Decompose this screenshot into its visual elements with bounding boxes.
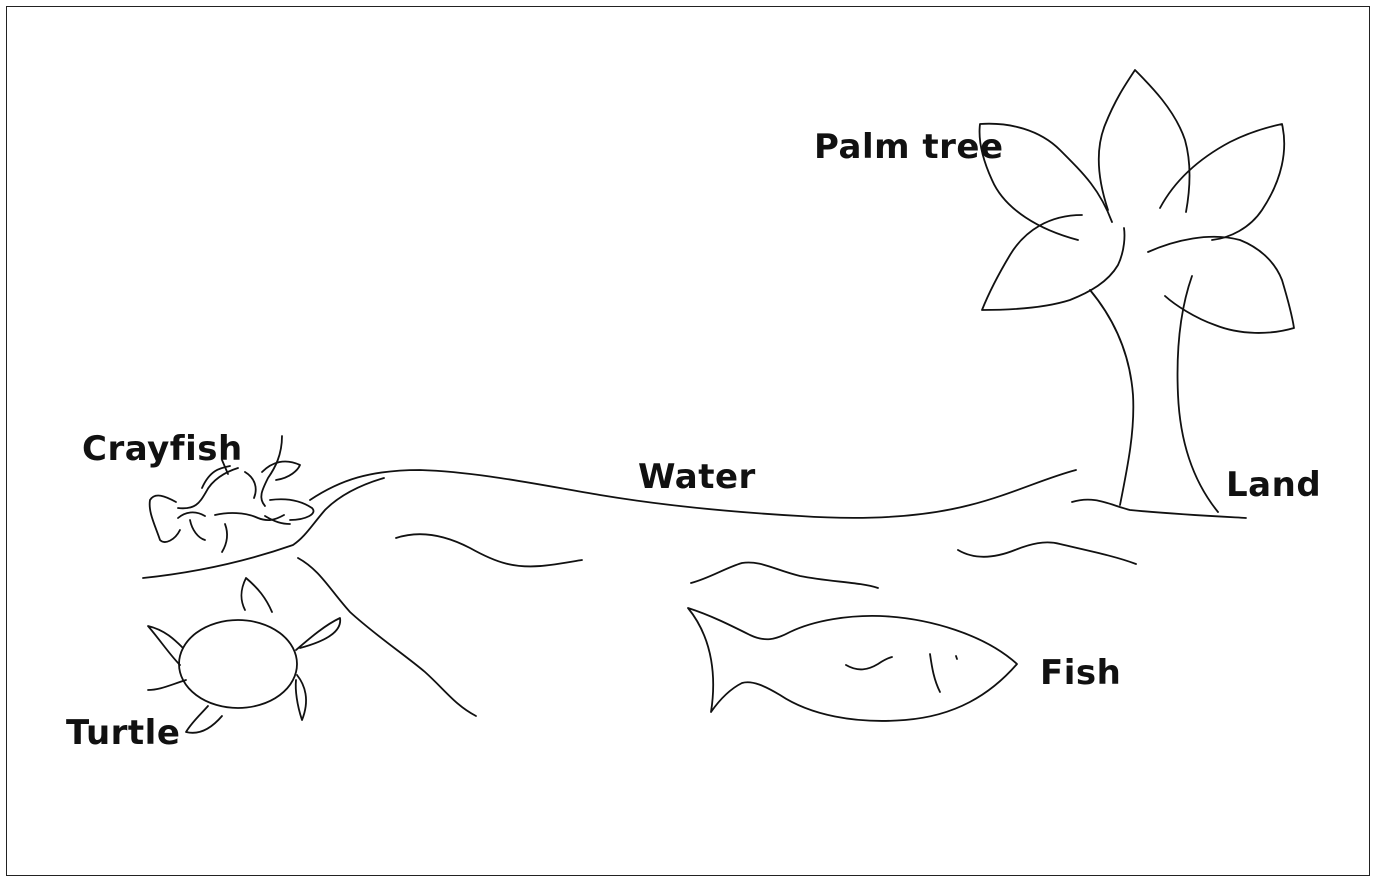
- label-water: Water: [638, 457, 756, 497]
- fish-drawing: [688, 608, 1017, 721]
- label-land: Land: [1226, 465, 1321, 505]
- turtle-drawing: [148, 578, 340, 733]
- label-turtle: Turtle: [66, 713, 180, 753]
- label-palm-tree: Palm tree: [814, 127, 1004, 167]
- water-drawing: [143, 470, 1136, 716]
- palm-tree-drawing: [980, 70, 1295, 518]
- label-fish: Fish: [1040, 653, 1121, 693]
- label-crayfish: Crayfish: [82, 429, 243, 469]
